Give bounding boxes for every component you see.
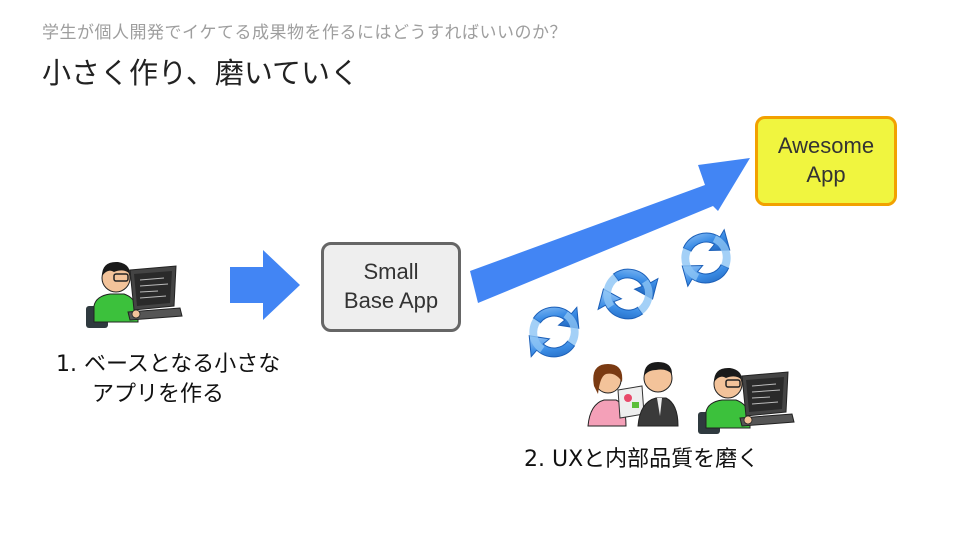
step-1-label: 1. ベースとなる小さな アプリを作る [56,350,280,409]
big-growth-arrow [470,158,750,303]
step-1-line1: 1. ベースとなる小さな [56,352,281,377]
small-base-app-box: Small Base App [321,242,461,332]
slide-subtitle: 学生が個人開発でイケてる成果物を作るにはどうすればいいのか？ [42,23,567,43]
small-app-line1: Small [363,259,419,285]
arrow-right [230,250,300,320]
small-app-line2: Base App [343,288,439,313]
developer-laptop-illustration [697,367,795,435]
slide-title: 小さく作り、磨いていく [42,56,359,90]
cycle-icon [588,253,668,335]
awesome-app-line1: Awesome [777,133,875,159]
awesome-app-line2: App [806,162,846,187]
user-feedback-illustration [587,362,679,427]
cycle-icon [675,222,737,294]
step-1-line2: アプリを作る [92,381,225,407]
cycle-icon [519,293,589,371]
awesome-app-box: Awesome App [755,116,897,206]
developer-laptop-illustration [85,261,183,329]
step-2-label: 2. UXと内部品質を磨く [524,447,760,472]
